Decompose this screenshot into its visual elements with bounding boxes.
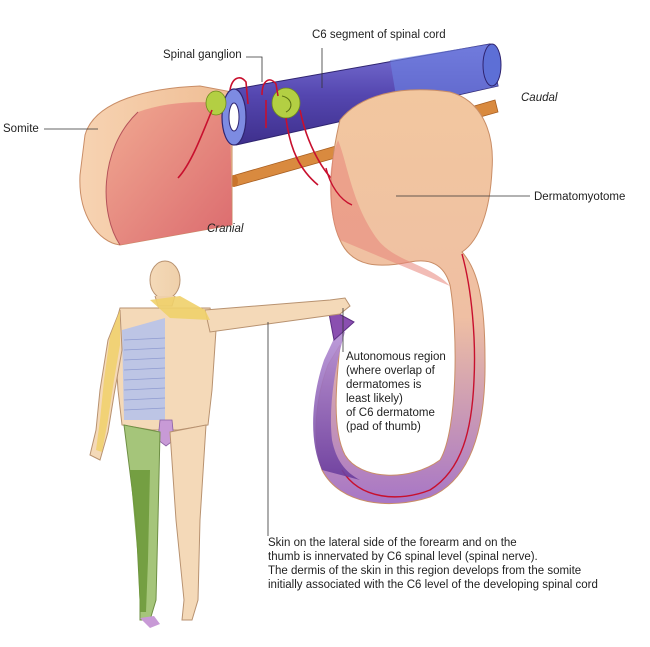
skin-innervation-note: Skin on the lateral side of the forearm …	[268, 536, 646, 592]
note-line: initially associated with the C6 level o…	[268, 579, 598, 591]
note-line: least likely)	[346, 393, 403, 405]
dermatomyotome	[315, 89, 493, 505]
label-somite: Somite	[3, 123, 39, 135]
label-c6-segment: C6 segment of spinal cord	[312, 29, 446, 41]
leader-lines	[44, 48, 530, 536]
spinal-cord	[221, 43, 502, 146]
label-caudal: Caudal	[521, 92, 558, 104]
note-line: Skin on the lateral side of the forearm …	[268, 537, 517, 549]
human-figure	[89, 260, 351, 628]
spinal-ganglion	[205, 87, 301, 119]
dermatome-arrow	[313, 307, 360, 480]
autonomous-region-note: Autonomous region (where overlap of derm…	[346, 350, 496, 434]
label-cranial: Cranial	[207, 223, 244, 235]
note-line: (pad of thumb)	[346, 421, 421, 433]
note-line: The dermis of the skin in this region de…	[268, 565, 582, 577]
note-line: dermatomes is	[346, 379, 422, 391]
label-dermatomyotome: Dermatomyotome	[534, 191, 626, 203]
label-spinal-ganglion: Spinal ganglion	[163, 49, 242, 61]
note-line: (where overlap of	[346, 365, 435, 377]
note-line: thumb is innervated by C6 spinal level (…	[268, 551, 538, 563]
note-line: of C6 dermatome	[346, 407, 435, 419]
note-line: Autonomous region	[346, 351, 446, 363]
